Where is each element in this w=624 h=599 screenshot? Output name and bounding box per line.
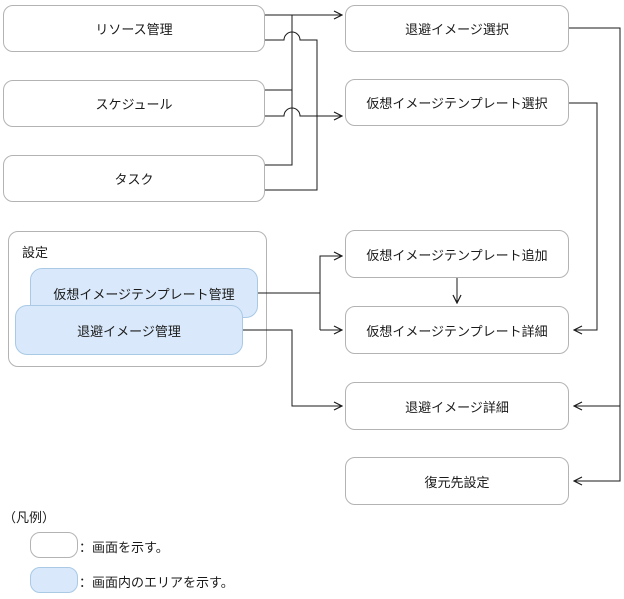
line-template-select-to-template-detail [569, 102, 598, 330]
screen-box-backup-image-detail: 退避イメージ詳細 [345, 382, 569, 430]
legend-title: （凡例） [3, 511, 56, 526]
screen-label: 復元先設定 [424, 475, 490, 491]
screen-box-virtual-image-template-add: 仮想イメージテンプレート追加 [345, 230, 569, 278]
line-template-mgmt-branch [258, 256, 342, 330]
screen-label: スケジュール [95, 98, 173, 113]
screen-label: タスク [114, 173, 154, 188]
line-resource-to-bus-b-with-hop [265, 31, 318, 191]
line-schedule-to-template-select-with-hop [265, 107, 342, 116]
area-box-backup-image-management: 退避イメージ管理 [15, 305, 243, 355]
screen-box-restore-destination-settings: 復元先設定 [345, 457, 569, 505]
screen-box-virtual-image-template-selection: 仮想イメージテンプレート選択 [345, 79, 569, 126]
screen-label: 仮想イメージテンプレート選択 [366, 97, 548, 112]
legend-area-label: ：画面内のエリアを示す。 [79, 576, 234, 591]
line-bus-a-vertical [265, 15, 293, 166]
legend-screen-swatch [30, 532, 78, 558]
settings-label: 設定 [22, 246, 49, 261]
screen-box-schedule: スケジュール [3, 80, 265, 127]
line-backup-select-down [569, 27, 621, 481]
legend-screen-label: ：画面を示す。 [79, 541, 169, 556]
screen-label: 仮想イメージテンプレート追加 [366, 248, 548, 264]
legend-area-swatch [30, 567, 78, 593]
area-label: 退避イメージ管理 [77, 324, 181, 340]
screen-label: 退避イメージ選択 [405, 23, 509, 38]
screen-box-resource-management: リソース管理 [3, 5, 265, 52]
area-label: 仮想イメージテンプレート管理 [53, 287, 235, 303]
screen-label: リソース管理 [95, 23, 173, 38]
screen-box-backup-image-selection: 退避イメージ選択 [345, 5, 569, 52]
screen-label: 退避イメージ詳細 [405, 400, 509, 416]
screen-label: 仮想イメージテンプレート詳細 [366, 324, 548, 340]
screen-box-task: タスク [3, 155, 265, 202]
screen-box-virtual-image-template-detail: 仮想イメージテンプレート詳細 [345, 306, 569, 354]
